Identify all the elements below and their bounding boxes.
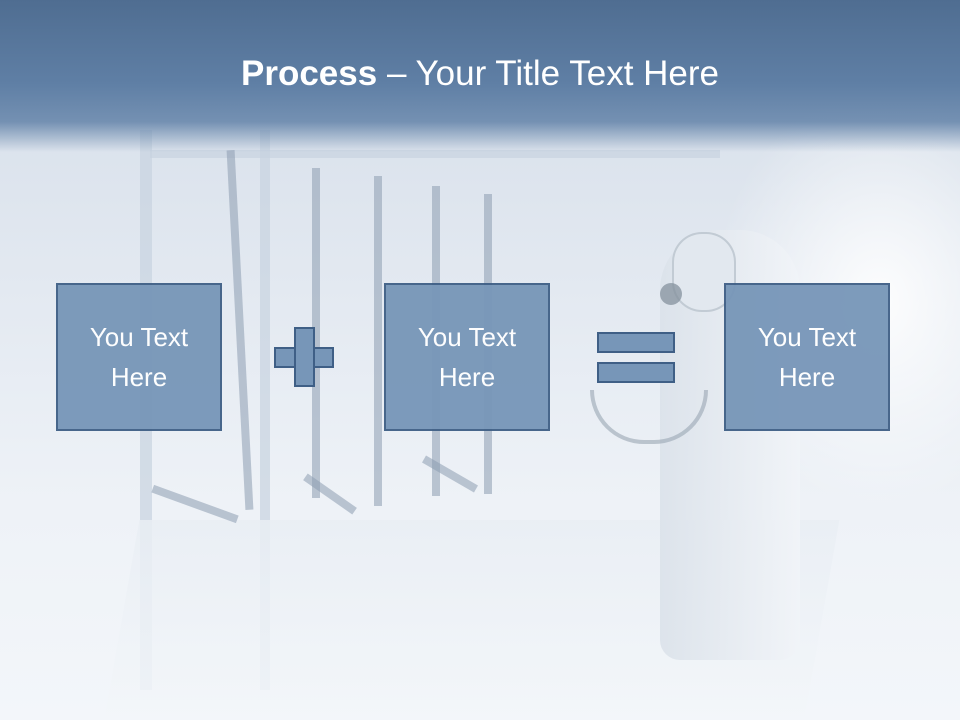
equals-top-bar [597,332,675,353]
box-1-line-2: Here [110,362,168,392]
booth-beam [150,150,720,158]
box-3-text: You Text Here [747,317,867,397]
rack-bar [312,168,320,498]
box-1-text: You Text Here [79,317,199,397]
box-2-text: You Text Here [407,317,527,397]
box-1-line-1: You Text [89,322,189,352]
box-3-line-2: Here [778,362,836,392]
title-rest: – Your Title Text Here [377,54,719,93]
rack-foot [422,455,478,493]
rack-bar [374,176,382,506]
booth-post [260,130,270,690]
process-box-3[interactable]: You Text Here [724,283,890,431]
box-2-line-2: Here [438,362,496,392]
rack-foot [151,484,239,524]
title-bar [0,0,960,152]
title-bold: Process [241,54,378,93]
box-2-line-1: You Text [417,322,517,352]
plus-icon [274,327,334,387]
respirator-mask [660,283,682,305]
process-box-2[interactable]: You Text Here [384,283,550,431]
equals-bottom-bar [597,362,675,383]
rack-bar [226,150,254,510]
slide-title[interactable]: Process – Your Title Text Here [0,52,960,96]
box-3-line-1: You Text [757,322,857,352]
process-box-1[interactable]: You Text Here [56,283,222,431]
plus-center [296,349,313,366]
